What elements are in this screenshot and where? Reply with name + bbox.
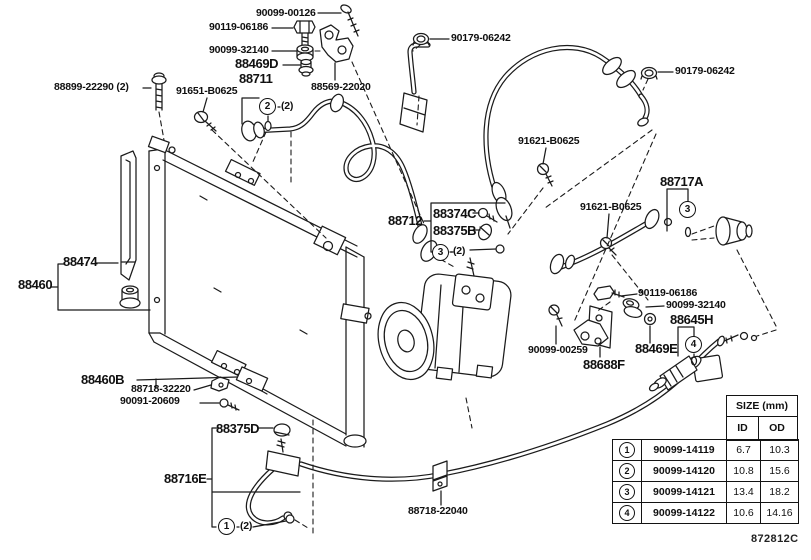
seal-strip-drawing [119,150,141,309]
table-cell-part: 90099-14119 [641,439,727,461]
figure-code: 872812C [751,533,799,545]
fasteners-drawing [151,4,658,349]
callout-4: 4 [685,336,702,353]
part-label: 90099-32140 [666,299,726,311]
row-callout: 3 [619,484,635,500]
table-cell-id: 6.7 [726,439,761,461]
part-label: 88374C [433,206,477,221]
part-label: 90091-20609 [120,395,180,407]
part-label: 90179-06242 [451,32,511,44]
callout-3: 3 [679,201,696,218]
part-label: 88375D [216,421,260,436]
table-cell-id: 10.6 [726,502,761,524]
callout-2: 2 [259,98,276,115]
part-label: 88688F [583,357,625,372]
row-callout: 1 [619,442,635,458]
part-label: 91651-B0625 [176,85,238,97]
part-label: 88718-22040 [408,505,468,517]
table-cell-part: 90099-14122 [641,502,727,524]
quantity-label: (2) [281,100,294,112]
size-table-title: SIZE (mm) [726,395,798,417]
part-label: 90099-00259 [528,344,588,356]
part-label: 90119-06186 [209,21,269,33]
part-label: 90119-06186 [638,287,698,299]
table-row: 1 90099-14119 6.7 10.3 [612,439,799,461]
table-cell-od: 14.16 [760,502,799,524]
part-label: 88899-22290 (2) [54,81,129,93]
row-callout: 4 [619,505,635,521]
part-label: 88711 [239,71,273,86]
table-cell-id: 13.4 [726,481,761,503]
part-label: 88375B [433,223,477,238]
part-label: 90099-00126 [256,7,316,19]
callout-1: 1 [218,518,235,535]
table-cell-part: 90099-14121 [641,481,727,503]
table-cell-od: 18.2 [760,481,799,503]
part-label: 88718-32220 [131,383,191,395]
callout-3: 3 [432,244,449,261]
part-label: 88712 [388,213,423,228]
table-cell-od: 10.3 [760,439,799,461]
quantity-label: (2) [453,245,466,257]
part-label: 88460B [81,372,125,387]
table-cell-part: 90099-14120 [641,460,727,482]
part-label: 90179-06242 [675,65,735,77]
table-cell-od: 15.6 [760,460,799,482]
table-row: 3 90099-14121 13.4 18.2 [612,481,799,503]
table-cell-id: 10.8 [726,460,761,482]
part-label: 88645H [670,312,714,327]
part-label: 90099-32140 [209,44,269,56]
part-label: 88569-22020 [311,81,371,93]
part-label: 91621-B0625 [518,135,580,147]
quantity-label: (2) [240,520,253,532]
condenser-drawing [147,135,372,448]
part-label: 88474 [63,254,98,269]
dashed-leaders [158,44,777,535]
part-label: 88469E [635,341,678,356]
compressor-drawing [377,257,512,381]
row-callout: 2 [619,463,635,479]
leader-lines [50,12,698,528]
part-label: 88716E [164,471,207,486]
size-table-col-id: ID [727,416,759,440]
part-label: 88717A [660,174,704,189]
part-label: 88460 [18,277,53,292]
table-row: 4 90099-14122 10.6 14.16 [612,502,799,524]
table-row: 2 90099-14120 10.8 15.6 [612,460,799,482]
size-table-col-od: OD [769,422,785,434]
part-label: 91621-B0625 [580,201,642,213]
part-label: 88469D [235,56,279,71]
